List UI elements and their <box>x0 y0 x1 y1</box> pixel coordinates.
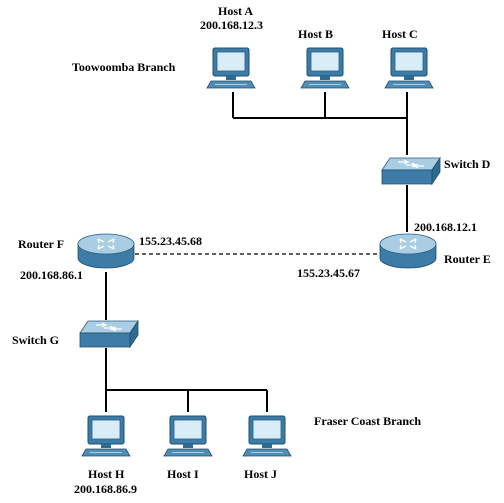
host-b-pc-icon <box>300 47 350 89</box>
host-i-label: Host I <box>167 467 199 481</box>
router-f-icon <box>77 233 135 269</box>
host-i-pc-icon <box>163 415 213 457</box>
fraser-coast-branch-label: Fraser Coast Branch <box>314 414 422 428</box>
router-e-icon <box>379 233 437 269</box>
switch-d-icon <box>381 157 441 185</box>
host-a-ip: 200.168.12.3 <box>200 18 263 32</box>
host-h-pc-icon <box>81 415 131 457</box>
host-a-pc-icon <box>206 47 256 89</box>
toowoomba-branch-label: Toowoomba Branch <box>72 60 176 74</box>
router-e-label: Router E <box>444 252 491 266</box>
switch-g-icon <box>79 320 139 348</box>
router-f-lan-ip: 200.168.86.1 <box>20 268 83 282</box>
host-c-label: Host C <box>382 27 418 41</box>
router-e-lan-ip: 200.168.12.1 <box>414 220 477 234</box>
router-e-wan-ip: 155.23.45.67 <box>297 266 360 280</box>
host-b-label: Host B <box>298 27 334 41</box>
host-j-pc-icon <box>242 415 292 457</box>
host-h-ip: 200.168.86.9 <box>74 482 137 496</box>
host-j-label: Host J <box>244 467 277 481</box>
host-a-label: Host A <box>218 4 254 18</box>
switch-d-label: Switch D <box>444 157 491 171</box>
host-h-label: Host H <box>88 467 125 481</box>
switch-g-label: Switch G <box>12 333 60 347</box>
host-c-pc-icon <box>384 47 434 89</box>
toowoomba-lan-links <box>232 92 408 232</box>
router-f-label: Router F <box>18 237 65 251</box>
router-f-wan-ip: 155.23.45.68 <box>139 234 202 248</box>
fraser-lan-links <box>105 272 268 412</box>
